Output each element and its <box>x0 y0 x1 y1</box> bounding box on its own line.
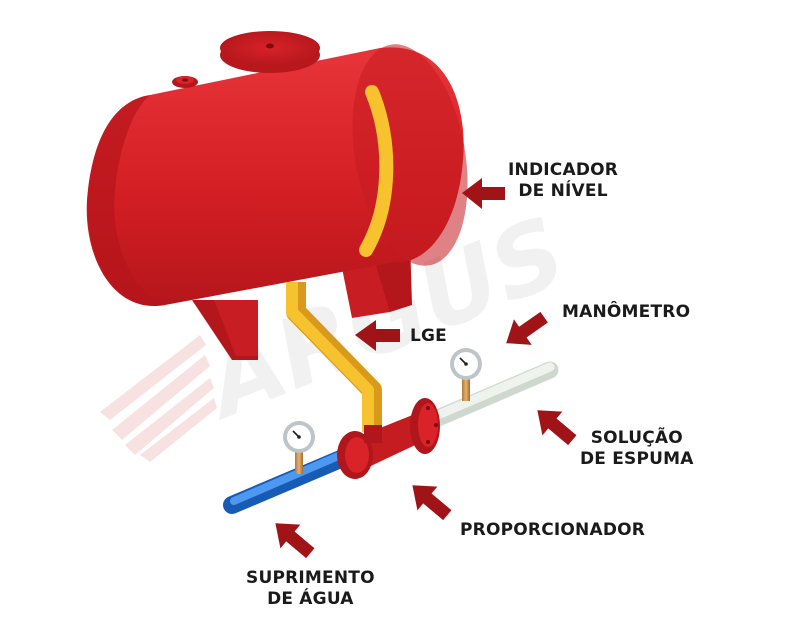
label-foam-solution-line2: DE ESPUMA <box>580 449 694 469</box>
label-lge: LGE <box>410 326 447 346</box>
label-level-indicator-line2: DE NÍVEL <box>518 181 608 201</box>
label-water-supply-line2: DE ÁGUA <box>267 589 354 609</box>
tank <box>86 31 468 307</box>
label-foam-solution: SOLUÇÃO DE ESPUMA <box>580 428 694 470</box>
proportioner <box>337 398 440 479</box>
label-foam-solution-line1: SOLUÇÃO <box>590 428 683 448</box>
arrow-foam-solution <box>537 410 577 446</box>
water-pipe <box>223 446 359 514</box>
arrow-gauge <box>506 311 548 345</box>
label-gauge: MANÔMETRO <box>562 302 691 322</box>
label-proportioner: PROPORCIONADOR <box>460 520 646 540</box>
label-water-supply-line1: SUPRIMENTO <box>246 568 375 588</box>
label-level-indicator: INDICADOR DE NÍVEL <box>508 160 618 202</box>
level-indicator-strip <box>359 85 394 257</box>
label-level-indicator-line1: INDICADOR <box>508 160 619 180</box>
arrow-water-supply <box>275 523 315 559</box>
foam-solution-pipe <box>429 361 559 427</box>
arrow-level-indicator <box>462 178 505 209</box>
gauge-water-side <box>283 421 315 474</box>
gauge-solution-side <box>450 348 482 401</box>
label-water-supply: SUPRIMENTO DE ÁGUA <box>246 568 375 610</box>
arrow-proportioner <box>412 485 452 521</box>
arrow-lge <box>355 320 400 351</box>
